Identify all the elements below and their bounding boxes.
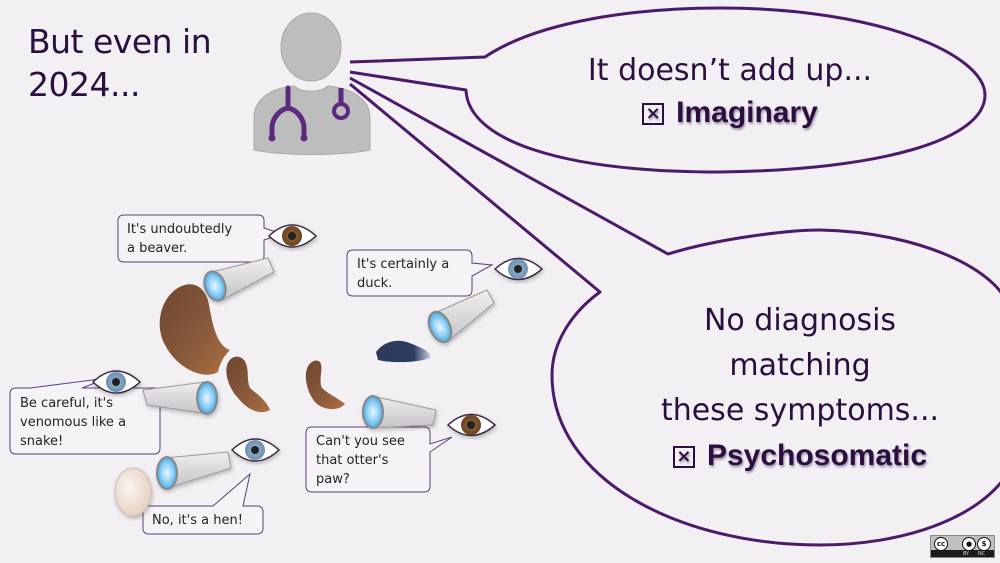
duck-bill-shape — [376, 340, 431, 363]
checkbox-x-icon: × — [672, 446, 695, 468]
bubble-line: these symptoms... — [660, 393, 940, 428]
psychosomatic-bubble-text: No diagnosis matching these symptoms... … — [620, 298, 980, 478]
callout-otter-text: Can't you see that otter's paw? — [316, 432, 405, 489]
callout-line: Be careful, it's — [20, 396, 113, 411]
slide-title: But even in 2024... — [28, 20, 212, 106]
callout-line: duck. — [357, 276, 393, 291]
verdict-label: Imaginary — [676, 96, 818, 129]
eye-brown-icon — [267, 224, 318, 248]
beaver-tail-shape — [159, 284, 230, 375]
otter-paw-shape — [226, 356, 270, 413]
doctor-icon — [253, 12, 371, 155]
callout-duck-text: It's certainly a duck. — [357, 255, 449, 293]
callout-line: that otter's — [316, 453, 389, 468]
imaginary-bubble-text: It doesn’t add up... × Imaginary — [540, 50, 920, 134]
verdict-imaginary: × Imaginary — [540, 92, 920, 134]
otter-paw-shape — [305, 360, 345, 410]
spyglass-icon — [427, 289, 495, 344]
nc-label: NC — [978, 551, 986, 557]
callout-line: It's certainly a — [357, 257, 450, 272]
spyglass-icon — [203, 257, 275, 302]
spyglass-icon — [156, 451, 232, 490]
bubble-line: matching — [729, 348, 871, 383]
callout-line: Can't you see — [316, 434, 405, 449]
title-line-2: 2024... — [28, 65, 140, 104]
callout-otter-box — [305, 426, 453, 493]
callout-line: snake! — [20, 434, 64, 449]
callout-line: It's undoubtedly — [127, 222, 233, 237]
eye-blue-icon — [91, 370, 142, 394]
title-line-1: But even in — [28, 22, 212, 61]
callout-line: venomous like a — [20, 415, 127, 430]
cc-icon: cc — [934, 537, 948, 551]
callout-hen-text: No, it's a hen! — [152, 511, 243, 530]
speech-bubble-psychosomatic — [349, 76, 1000, 547]
callout-duck-box — [346, 249, 494, 297]
checkbox-x-icon: × — [642, 103, 665, 125]
callout-snake-text: Be careful, it's venomous like a snake! — [20, 394, 126, 451]
bubble-line: It doesn’t add up... — [587, 53, 873, 88]
egg-shape — [114, 467, 152, 517]
eye-blue-icon — [493, 257, 544, 281]
verdict-label: Psychosomatic — [706, 439, 928, 472]
verdict-psychosomatic: × Psychosomatic — [620, 433, 980, 478]
cc-by-nc-license-badge: cc ● $ BY NC — [930, 535, 995, 558]
spyglass-icon — [142, 381, 218, 415]
nc-dollar-icon: $ — [977, 537, 991, 551]
bubble-line: No diagnosis — [703, 303, 897, 338]
callout-line: No, it's a hen! — [152, 513, 243, 528]
callout-line: paw? — [316, 472, 350, 487]
eye-blue-icon — [230, 438, 281, 462]
speech-bubble-imaginary — [349, 6, 987, 174]
by-label: BY — [963, 551, 970, 557]
spyglass-icon — [362, 395, 437, 429]
callout-line: a beaver. — [127, 241, 188, 256]
by-person-icon: ● — [962, 537, 976, 551]
eye-brown-icon — [446, 413, 497, 437]
callout-beaver-text: It's undoubtedly a beaver. — [127, 220, 232, 258]
